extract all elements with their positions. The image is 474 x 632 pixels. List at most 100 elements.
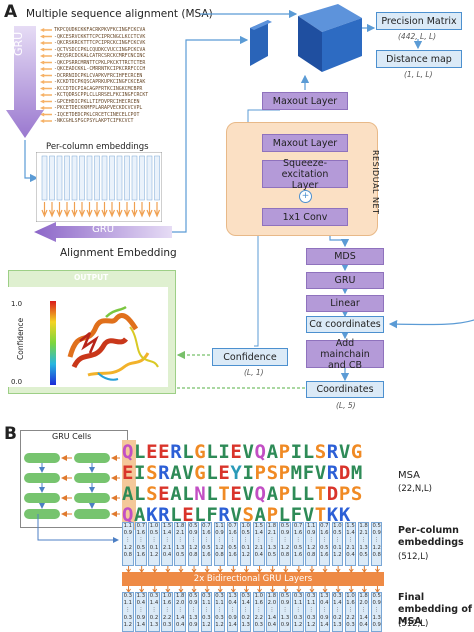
embedding-value: ⋮: [360, 607, 367, 614]
msa-row: -NKCGHLSFGCPSYLAKPTCIFKCVCT: [54, 118, 134, 124]
msa-row-arrow-icon: [40, 54, 52, 58]
amino-acid-letter: E: [158, 483, 171, 505]
amino-acid-letter: K: [338, 504, 351, 526]
embedding-value: 0.8: [306, 551, 316, 558]
msa-row-arrow-icon: [40, 60, 52, 65]
down-arrow-icon: [48, 202, 56, 218]
amino-acid-letter: K: [146, 504, 159, 526]
amino-acid-letter: S: [314, 441, 327, 463]
per-column-label: Per-column embeddings: [398, 525, 464, 548]
embedding-value: ⋮: [243, 537, 249, 544]
embedding-value: 1.0: [346, 593, 355, 599]
embedding-value: 1.6: [320, 530, 329, 537]
msa-row-arrow-icon: [40, 119, 52, 123]
confidence-dims: (L, 1): [244, 368, 264, 377]
amino-acid-letter: Q: [254, 483, 267, 505]
msa-row: -QKCEADCKKL-CMRRNTKCIPKCRRFCCCH: [54, 66, 146, 72]
amino-acid-letter: L: [170, 504, 183, 526]
embedding-value: 1.1: [306, 600, 316, 607]
msa-row-arrow-icon: [40, 93, 52, 97]
embedding-value: 1.4: [175, 614, 185, 621]
embedding-column: [139, 155, 145, 201]
distance-map-dims: (1, L, L): [404, 70, 433, 79]
amino-acid-letter: L: [182, 441, 195, 463]
embedding-value: 1.8: [359, 523, 368, 529]
amino-acid-letter: G: [194, 441, 207, 463]
msa-row: -KEQSRCDCKALCATRCSRCKCMRFCNCINC: [54, 53, 146, 59]
amino-acid-letter: P: [254, 462, 267, 484]
embedding-value: 1.3: [136, 593, 146, 599]
embedding-value: 1.8: [175, 523, 185, 529]
msa-row: -QKCRSKRCKTTTCPCIPRCKCINGFCKCVK: [54, 40, 146, 46]
embedding-value: 0.5: [267, 551, 277, 558]
down-arrow-icon: [283, 566, 289, 593]
amino-acid-letter: E: [158, 441, 171, 463]
embedding-value: 1.6: [228, 530, 237, 537]
embedding-value: 1.2: [372, 544, 381, 551]
embedding-value: 0.1: [333, 544, 342, 551]
embedding-value: ⋮: [269, 607, 275, 614]
msa-row: -DCRRNIDCPKLCVAPKVFRCIHFECRCEN: [54, 72, 143, 79]
embedding-value: 0.4: [359, 621, 368, 628]
output-structure-panel: [8, 287, 168, 387]
msa-sequence-row: QLEERLGLIEVQAPILSRVG: [122, 442, 363, 463]
embedding-value: ⋮: [243, 607, 249, 614]
embedding-value: 1.8: [267, 593, 277, 599]
precision-matrix-box: Precision Matrix: [376, 12, 462, 30]
embedding-value: ⋮: [177, 607, 183, 614]
embedding-value: ⋮: [138, 607, 144, 614]
embedding-value: ⋮: [334, 607, 341, 614]
amino-acid-letter: K: [326, 504, 339, 526]
down-arrow-icon: [86, 202, 93, 218]
embedding-cube-icon: [250, 4, 362, 72]
msa-row: -GPCEHDICPKLLTIFDVPRCIHECRCEN: [54, 98, 140, 105]
down-arrow-icon: [126, 566, 131, 593]
embedding-value: ⋮: [164, 607, 170, 614]
embedding-value: 0.8: [372, 551, 381, 558]
embedding-value: 1.4: [254, 530, 264, 537]
embedding-value: 1.1: [293, 600, 303, 607]
msa-row-arrow-icon: [40, 28, 52, 32]
down-arrow-icon: [230, 566, 236, 593]
msa-row-arrow-icon: [40, 112, 52, 117]
gru-cell: [74, 493, 110, 503]
down-arrow-icon: [348, 566, 354, 593]
embedding-value: ⋮: [295, 607, 301, 614]
embedding-column: [124, 155, 130, 201]
embedding-value: 0.9: [189, 530, 198, 537]
per-column-title: Per-column embeddings: [46, 142, 149, 152]
embedding-value: 1.6: [254, 600, 264, 607]
down-arrow-icon: [191, 566, 197, 593]
gru-cell: [74, 473, 110, 483]
embedding-value: 2.1: [162, 544, 172, 551]
embedding-value: 2.1: [267, 530, 277, 537]
embedding-value: 1.3: [333, 621, 342, 628]
amino-acid-letter: I: [218, 441, 231, 463]
down-arrow-icon: [138, 202, 146, 218]
embedding-value: 1.2: [241, 551, 250, 558]
amino-acid-letter: F: [290, 504, 303, 526]
embedding-value: 1.6: [346, 600, 355, 607]
embedding-column: [86, 155, 93, 201]
down-arrow-icon: [101, 202, 108, 218]
amino-acid-letter: A: [266, 483, 279, 505]
embedding-value: ⋮: [203, 537, 210, 544]
mds-box: MDS: [306, 248, 384, 265]
amino-acid-letter: L: [206, 441, 219, 463]
amino-acid-letter: A: [266, 441, 279, 463]
final-embedding-dims: (512,L): [398, 619, 429, 629]
embedding-value: 1.6: [202, 530, 211, 537]
embedding-value: 1.2: [123, 544, 133, 551]
embedding-column: [101, 155, 108, 201]
